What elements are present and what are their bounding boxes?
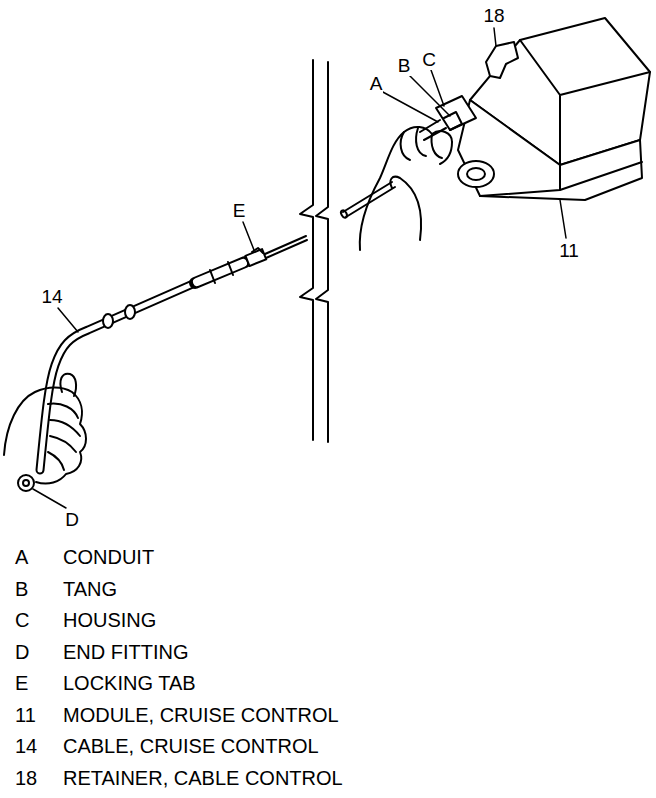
key-text: LOCKING TAB (62, 672, 197, 694)
key-text: TANG (62, 578, 118, 600)
callout-letter: B (397, 56, 412, 77)
key-code: 11 (14, 704, 37, 726)
hand-thumb (60, 374, 76, 396)
key-code: 14 (14, 735, 38, 757)
key-code: 18 (14, 767, 38, 789)
ferrule-outline (195, 262, 245, 283)
key-text: MODULE, CRUISE CONTROL (62, 704, 340, 726)
leader-line (58, 308, 78, 332)
cable-outline (40, 283, 195, 470)
leader-line (431, 70, 444, 106)
leader-line (243, 222, 254, 250)
key-code: E (14, 672, 29, 694)
hand (360, 127, 452, 250)
key-code: B (14, 578, 29, 600)
wall-line (300, 60, 313, 440)
key-code: D (14, 641, 30, 663)
callout-letter: E (232, 201, 247, 222)
callout-number: 11 (558, 241, 580, 262)
ferrule-band (228, 262, 233, 275)
key-text: CABLE, CRUISE CONTROL (62, 735, 320, 757)
cable-bead (103, 314, 113, 328)
callout-letter: A (369, 74, 384, 95)
key-text: CONDUIT (62, 546, 155, 568)
module-base-edge (480, 162, 642, 196)
hand-thumb (390, 177, 421, 240)
key-text: HOUSING (62, 609, 157, 631)
cable-bead (125, 305, 135, 319)
key-code: A (14, 546, 29, 568)
module-base (458, 100, 642, 200)
hand-finger (401, 128, 452, 164)
wall-line (316, 62, 328, 442)
conduit-end (420, 120, 446, 140)
locking-tab (245, 249, 266, 266)
key-text: END FITTING (62, 641, 190, 663)
ferrule-band (210, 270, 215, 283)
leader-lines (33, 28, 566, 508)
end-fitting (18, 475, 34, 491)
end-fitting-hole (23, 480, 29, 486)
module-drum (458, 161, 494, 187)
retainer (486, 42, 518, 78)
callout-number: 18 (482, 6, 505, 27)
hand-finger (48, 404, 80, 470)
callout-number: 14 (40, 287, 63, 308)
callout-letter: D (64, 510, 80, 531)
hand (4, 388, 86, 484)
cable-rod (265, 236, 307, 258)
key-code: C (14, 609, 30, 631)
leader-line (560, 200, 566, 238)
key-text: RETAINER, CABLE CONTROL (62, 767, 344, 789)
module-drum-inner (467, 168, 485, 180)
leader-line (494, 28, 496, 46)
cable-inner (40, 283, 195, 470)
leader-line (408, 74, 450, 116)
rod-end (340, 209, 348, 218)
leader-line (33, 489, 66, 508)
ferrule-inner (197, 263, 243, 282)
callout-letter: C (421, 50, 437, 71)
